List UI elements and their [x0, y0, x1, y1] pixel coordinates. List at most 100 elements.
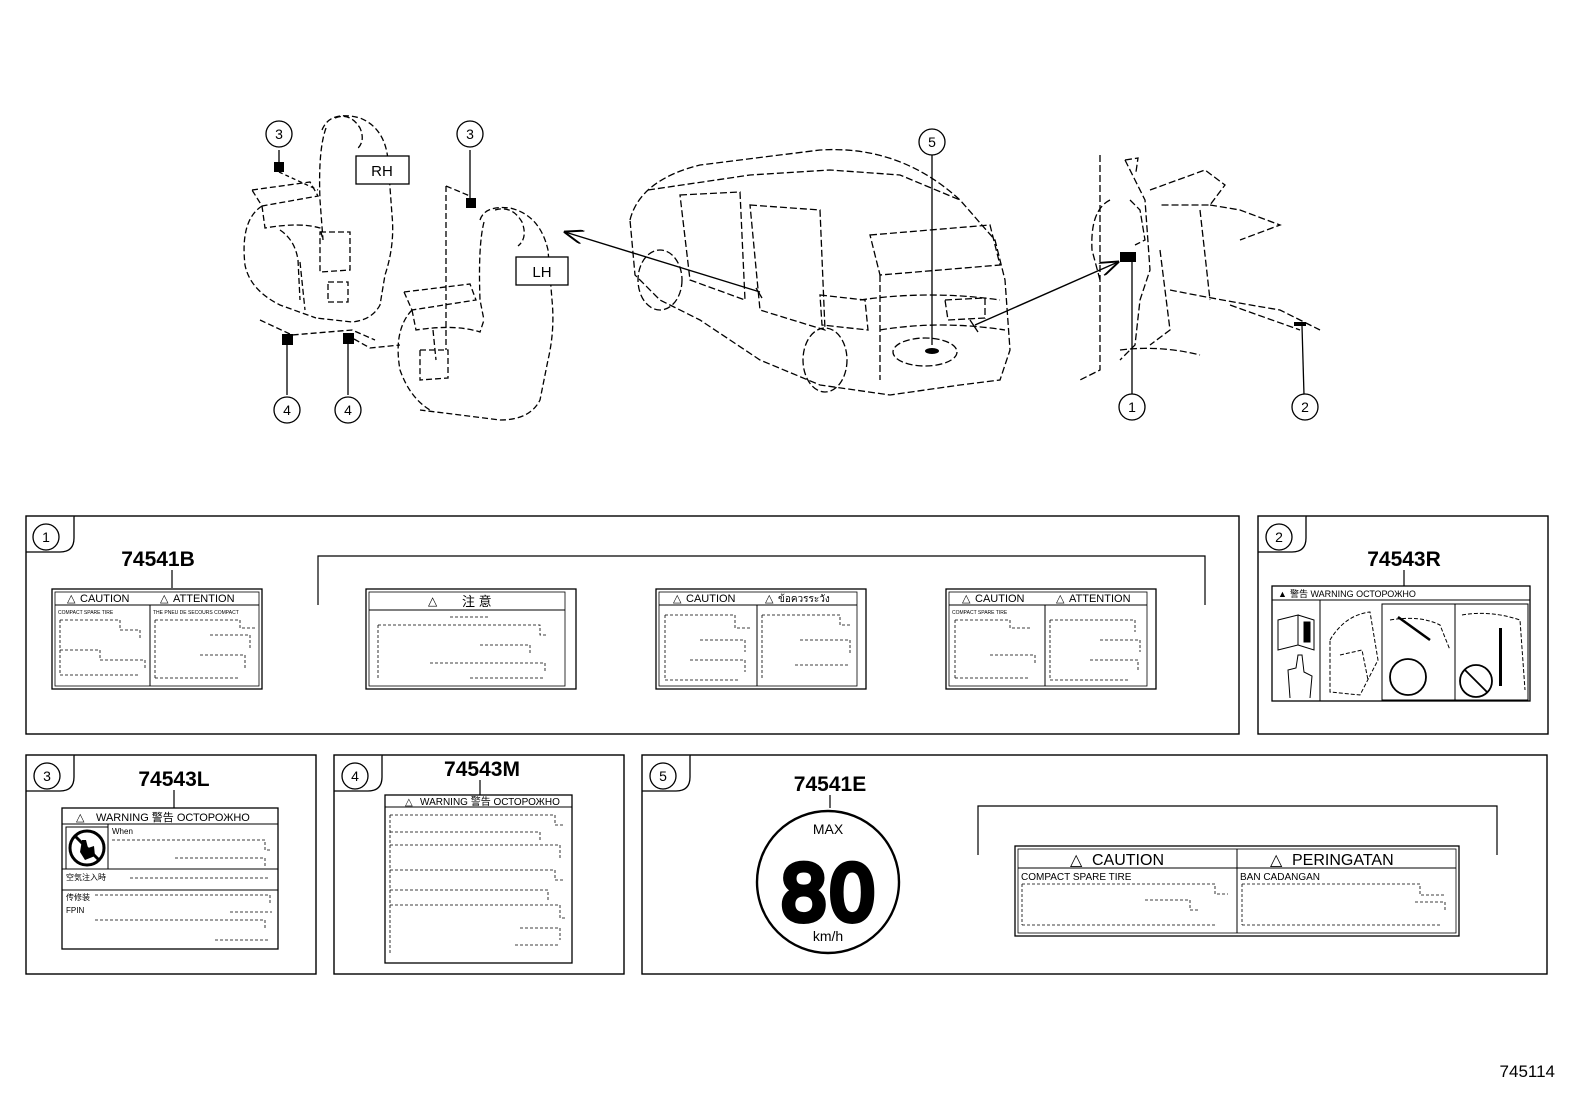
- label-74541B-d: △ CAUTION △ ATTENTION COMPACT SPARE TIRE: [945, 588, 1157, 690]
- label-74541B-c-warn-icon-2: △: [765, 593, 774, 605]
- callout-1-text: 1: [1128, 399, 1136, 415]
- callout-4-rh-text: 4: [283, 402, 291, 418]
- label-74541B-a-caution: CAUTION: [80, 593, 130, 605]
- label-74541B-c-thai: ข้อควรระวัง: [778, 593, 830, 605]
- callout-4-lh: [334, 396, 362, 424]
- label-74541E-peringatan: PERINGATAN: [1292, 852, 1394, 869]
- callout-3-lh: [456, 120, 484, 148]
- part-number-74543L: 74543L: [138, 768, 209, 791]
- panel-3-number-badge: [33, 762, 61, 790]
- label-74543L-header: WARNING 警告 ОСТОРОЖНО: [96, 810, 250, 824]
- panel-2: [1257, 515, 1549, 735]
- rh-seat-drawing: [243, 115, 394, 341]
- label-74543L-when: When: [112, 827, 133, 836]
- label-74541B-a-left: △: [67, 593, 76, 605]
- label-74541E-warn-icon: △: [1070, 852, 1083, 869]
- rh-tag: [355, 155, 410, 185]
- part-number-74543R: 74543R: [1367, 548, 1441, 571]
- arrow-to-seat: [565, 232, 761, 293]
- callout-3-rh: [265, 120, 293, 148]
- panel-1-number: 1: [42, 529, 50, 545]
- label-74541B-c-warn-icon: △: [673, 593, 682, 605]
- callout-5-text: 5: [928, 134, 936, 150]
- panel-1: [25, 515, 1240, 735]
- label-74543R-header: 警告 WARNING ОСТОРОЖНО: [1290, 588, 1416, 599]
- prohibited-hand-icon: [68, 829, 106, 867]
- label-74541B-a-attention: ATTENTION: [173, 593, 235, 605]
- lh-tag: [515, 256, 569, 286]
- label-74541E-warn-icon-2: △: [1270, 852, 1283, 869]
- panel-4-number-badge: [341, 762, 369, 790]
- label-74541E-variant: △ CAUTION △ PERINGATAN COMPACT SPARE TIR…: [1014, 845, 1460, 937]
- callout-2: [1291, 393, 1319, 421]
- label-74543M: △ WARNING 警告 ОСТОРОЖНО: [384, 794, 573, 964]
- label-3-marker-rh: [274, 162, 284, 172]
- label-74543L-cn: 传修装: [66, 892, 90, 902]
- label-74541B-a-sub-left: COMPACT SPARE TIRE: [58, 610, 114, 616]
- speed-sign-max: MAX: [813, 821, 844, 837]
- rh-tag-text: RH: [371, 163, 393, 180]
- overview-illustration: [243, 115, 1321, 421]
- label-74541B-c-caution: CAUTION: [686, 593, 736, 605]
- label-74541B-b-warn-icon: △: [428, 594, 438, 608]
- ok-circle-icon: [1389, 658, 1427, 696]
- speed-limit-sign: MAX 80 km/h: [755, 809, 901, 955]
- label-74543L: △ WARNING 警告 ОСТОРОЖНО When 空気注入時 传修装 FP…: [61, 807, 279, 950]
- callout-4-rh: [273, 396, 301, 424]
- label-74541B-d-warn-icon-2: △: [1056, 593, 1065, 605]
- label-74541B-d-sub-left: COMPACT SPARE TIRE: [952, 610, 1008, 616]
- label-4-marker-lh: [343, 333, 354, 344]
- label-3-marker-lh: [466, 198, 476, 208]
- label-74541B-a-sub-right: THE PNEU DE SECOURS COMPACT: [153, 610, 239, 616]
- panel-4: [333, 754, 625, 975]
- label-1-marker: [1120, 252, 1136, 262]
- lh-tag-text: LH: [532, 264, 551, 281]
- panel-2-number-badge: [1265, 523, 1293, 551]
- panel-5: [641, 754, 1548, 975]
- label-74541B-c: △ CAUTION △ ข้อควรระวัง: [655, 588, 867, 690]
- callout-1: [1118, 393, 1146, 421]
- label-74543R-warn-icon: ▲: [1278, 589, 1287, 599]
- part-number-74541B: 74541B: [121, 548, 195, 571]
- panel-1-number-badge: [32, 523, 60, 551]
- label-74543M-warn-icon: △: [405, 797, 413, 808]
- figure-id: 745114: [1500, 1062, 1555, 1081]
- lh-seat-drawing: [353, 185, 554, 421]
- label-74543L-ru: FPIN: [66, 906, 84, 915]
- panel-5-number: 5: [659, 768, 667, 784]
- callout-2-text: 2: [1301, 399, 1309, 415]
- label-2-marker: [1294, 322, 1306, 326]
- callout-5: [918, 128, 946, 156]
- door-detail-drawing: [1079, 155, 1321, 381]
- arrow-to-door: [974, 262, 1118, 326]
- label-74541B-a-warn-icon: △: [160, 593, 169, 605]
- label-74541B-d-warn-icon: △: [962, 593, 971, 605]
- label-74541B-a: △ CAUTION △ ATTENTION COMPACT SPARE TIRE…: [51, 588, 263, 690]
- label-74541B-b-title: 注 意: [462, 594, 492, 609]
- callout-3-lh-text: 3: [466, 126, 474, 142]
- prohibited-icon: [1459, 664, 1493, 698]
- callout-3-rh-text: 3: [275, 126, 283, 142]
- manual-book-icon: [1277, 614, 1315, 651]
- label-74543M-header: WARNING 警告 ОСТОРОЖНО: [420, 795, 560, 808]
- part-number-74543M: 74543M: [444, 758, 520, 781]
- panel-4-number: 4: [351, 768, 359, 784]
- panel-2-number: 2: [1275, 529, 1283, 545]
- speed-sign-unit: km/h: [813, 928, 843, 944]
- label-74543L-jp: 空気注入時: [66, 872, 106, 882]
- panel-5-number-badge: [649, 762, 677, 790]
- label-74541B-b: △ 注 意: [365, 588, 577, 690]
- label-74541B-d-caution: CAUTION: [975, 593, 1025, 605]
- label-74541E-sub-right: BAN CADANGAN: [1240, 872, 1320, 883]
- callout-4-lh-text: 4: [344, 402, 352, 418]
- speed-sign-value: 80: [780, 849, 877, 938]
- hand-pointing-icon: [1287, 654, 1313, 699]
- label-74541E-sub-left: COMPACT SPARE TIRE: [1021, 872, 1132, 883]
- vehicle-drawing: [629, 148, 1011, 396]
- panel-3-number: 3: [43, 768, 51, 784]
- label-4-marker-rh: [282, 334, 293, 345]
- label-74541E-caution: CAUTION: [1092, 852, 1164, 869]
- part-number-74541E: 74541E: [794, 773, 866, 796]
- label-74541B-d-attention: ATTENTION: [1069, 593, 1131, 605]
